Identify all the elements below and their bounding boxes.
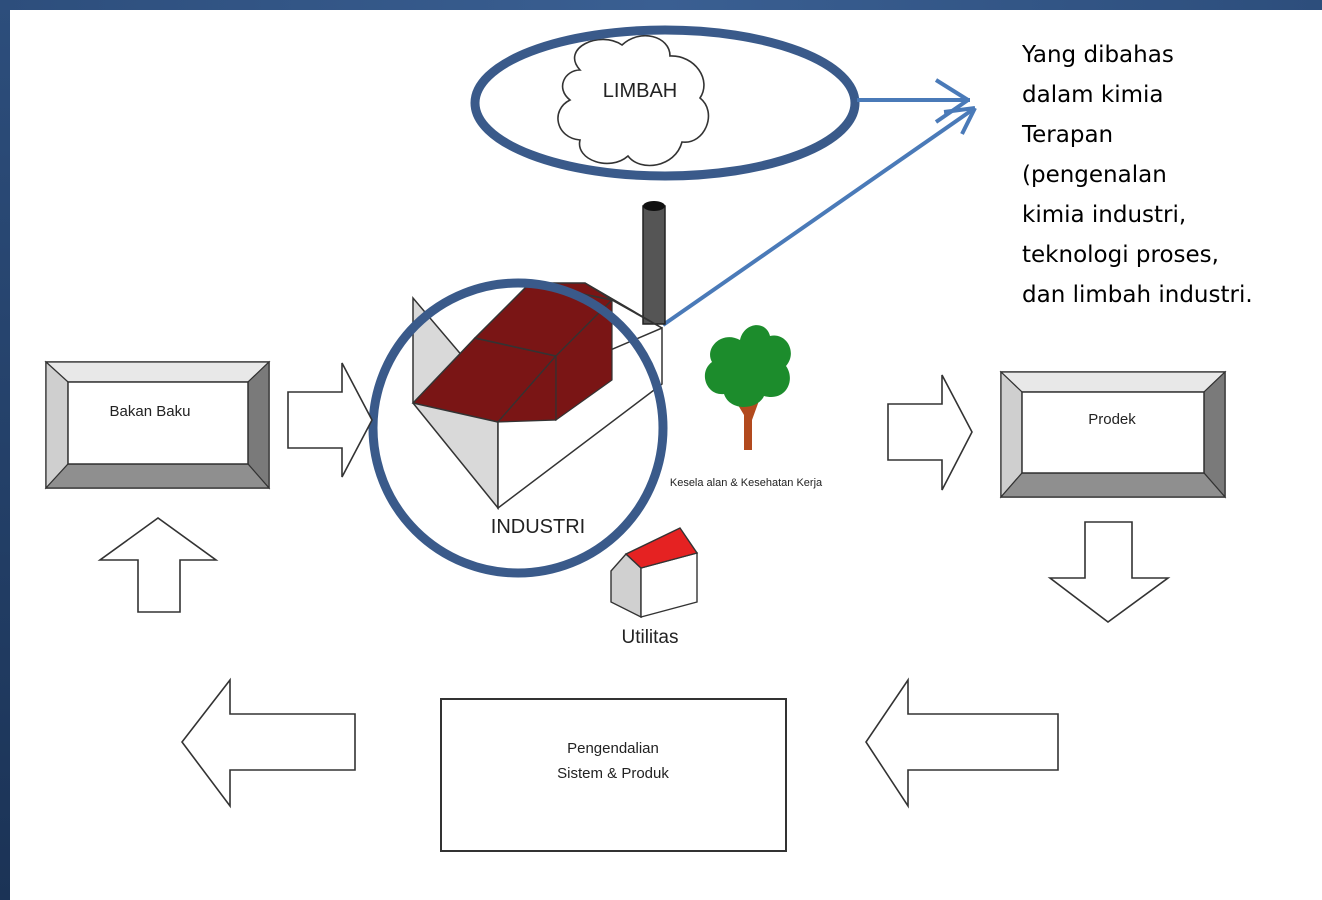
pengendalian-label-line2: Sistem & Produk [557,765,669,782]
bahan-baku-box [44,360,271,490]
note-line: teknologi proses, [1022,242,1219,268]
arrow-industri-to-produk-icon [887,374,973,491]
tree-icon [704,325,791,450]
note-line: Yang dibahas [1021,42,1174,68]
pengendalian-box [440,698,787,852]
utilitas-house-icon [610,527,699,619]
produk-label: Prodek [1088,411,1136,428]
note-line: kimia industri, [1022,202,1186,228]
note-line: dan limbah industri. [1022,282,1253,308]
arrow-produk-down-icon [1047,521,1171,623]
produk-box [999,370,1227,499]
pengendalian-label-line1: Pengendalian [567,740,659,757]
arrow-to-pengendalian-icon [865,677,1059,809]
factory-icon [411,282,663,511]
utilitas-label: Utilitas [621,627,678,648]
chimney-icon [642,201,666,325]
arrow-from-pengendalian-icon [180,677,356,809]
pointer-arrows [661,78,977,327]
slide-frame-left [0,0,10,900]
note-line: Terapan [1021,122,1113,148]
bahan-baku-label: Bakan Baku [110,403,191,420]
industri-label: INDUSTRI [491,516,585,538]
industri-highlight-circle [368,278,668,578]
k3-label: Kesela alan & Kesehatan Kerja [670,477,823,489]
limbah-highlight-ellipse [470,25,860,181]
slide-frame-top [0,0,1322,10]
note-text: Yang dibahas dalam kimia Terapan (pengen… [1021,42,1253,308]
arrow-to-bahan-baku-icon [97,517,219,613]
limbah-label: LIMBAH [603,80,677,102]
note-line: (pengenalan [1022,162,1167,188]
limbah-cloud-icon [557,35,710,167]
note-line: dalam kimia [1022,82,1164,108]
arrow-bahan-to-industri-icon [287,362,373,478]
